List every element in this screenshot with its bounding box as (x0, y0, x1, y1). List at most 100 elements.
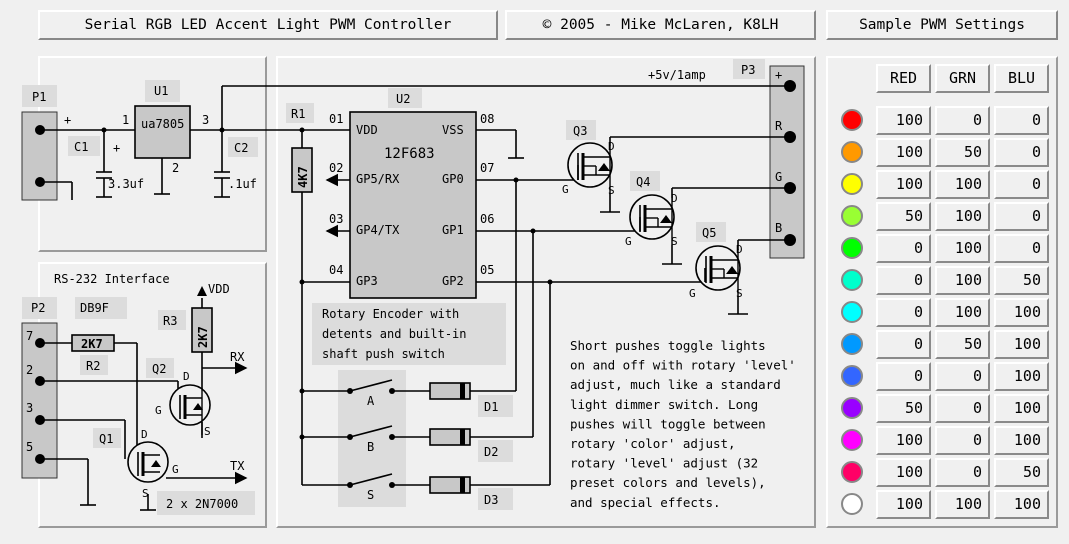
pwm-value-blu: 100 (994, 362, 1049, 391)
q3-mosfet (567, 142, 613, 193)
pwm-value-grn: 50 (935, 138, 990, 167)
color-swatch[interactable] (841, 301, 863, 323)
pwm-value-red: 0 (876, 298, 931, 327)
u1-part: ua7805 (141, 117, 184, 131)
column-header-blu: BLU (994, 64, 1049, 93)
q3-label: Q3 (573, 124, 587, 138)
color-swatch[interactable] (841, 429, 863, 451)
q5-label: Q5 (702, 226, 716, 240)
svg-text:G: G (562, 183, 569, 196)
q2-label: Q2 (152, 362, 166, 376)
pwm-value-grn: 100 (935, 170, 990, 199)
pwm-value-grn: 0 (935, 106, 990, 135)
u2-label: U2 (396, 92, 410, 106)
pwm-value-grn: 50 (935, 330, 990, 359)
pwm-value-blu: 100 (994, 490, 1049, 519)
pwm-value-red: 0 (876, 234, 931, 263)
description-line: pushes will toggle between (570, 416, 766, 431)
svg-text:S: S (736, 287, 743, 300)
copyright-text: © 2005 - Mike McLaren, K8LH (542, 17, 779, 33)
r3-label: R3 (163, 314, 177, 328)
svg-text:+: + (64, 113, 71, 127)
color-swatch[interactable] (841, 365, 863, 387)
app-title: Serial RGB LED Accent Light PWM Controll… (84, 17, 452, 33)
svg-text:S: S (367, 488, 374, 502)
svg-text:3: 3 (202, 113, 209, 127)
svg-text:5: 5 (26, 440, 33, 454)
svg-text:GP1: GP1 (442, 223, 464, 237)
c1-value: 3.3uf (108, 177, 144, 191)
u1-regulator (134, 105, 191, 159)
pwm-value-grn: 0 (935, 362, 990, 391)
u2-part: 12F683 (384, 146, 435, 162)
color-swatch[interactable] (841, 237, 863, 259)
pwm-value-blu: 100 (994, 426, 1049, 455)
title-bar: Serial RGB LED Accent Light PWM Controll… (38, 10, 498, 40)
svg-text:G: G (625, 235, 632, 248)
q5-mosfet (695, 245, 741, 296)
pwm-value-blu: 0 (994, 234, 1049, 263)
svg-text:2K7: 2K7 (81, 337, 103, 351)
svg-text:7: 7 (26, 329, 33, 343)
color-swatch[interactable] (841, 173, 863, 195)
supply-label: +5v/1amp (648, 68, 706, 82)
q4-mosfet (629, 194, 675, 245)
copyright-bar: © 2005 - Mike McLaren, K8LH (505, 10, 816, 40)
pwm-value-blu: 100 (994, 394, 1049, 423)
svg-text:+: + (113, 141, 120, 155)
pwm-value-red: 100 (876, 458, 931, 487)
p2-label: P2 (31, 301, 45, 315)
c1-label: C1 (74, 140, 88, 154)
svg-text:2: 2 (26, 363, 33, 377)
svg-text:01: 01 (329, 112, 343, 126)
svg-text:D: D (671, 192, 678, 205)
color-swatch[interactable] (841, 397, 863, 419)
pwm-value-red: 100 (876, 138, 931, 167)
color-swatch[interactable] (841, 269, 863, 291)
svg-text:07: 07 (480, 161, 494, 175)
pwm-value-red: 100 (876, 170, 931, 199)
rs232-title: RS-232 Interface (54, 272, 170, 286)
svg-text:04: 04 (329, 263, 343, 277)
pwm-value-red: 0 (876, 266, 931, 295)
description-line: on and off with rotary 'level' (570, 358, 796, 373)
pwm-value-blu: 0 (994, 138, 1049, 167)
pwm-value-blu: 50 (994, 458, 1049, 487)
pwm-value-red: 50 (876, 202, 931, 231)
color-swatch[interactable] (841, 109, 863, 131)
svg-text:D: D (141, 428, 148, 441)
svg-text:06: 06 (480, 212, 494, 226)
settings-title-bar: Sample PWM Settings (826, 10, 1058, 40)
svg-text:03: 03 (329, 212, 343, 226)
svg-text:G: G (689, 287, 696, 300)
color-swatch[interactable] (841, 461, 863, 483)
description-line: rotary 'level' adjust (32 (570, 456, 758, 471)
r2-label: R2 (86, 359, 100, 373)
svg-text:2K7: 2K7 (196, 326, 210, 348)
svg-text:A: A (367, 394, 375, 408)
color-swatch[interactable] (841, 333, 863, 355)
svg-text:RX: RX (230, 350, 245, 364)
color-swatch[interactable] (841, 493, 863, 515)
svg-text:B: B (367, 440, 374, 454)
svg-text:TX: TX (230, 459, 245, 473)
pwm-value-blu: 0 (994, 202, 1049, 231)
d1-label: D1 (484, 400, 498, 414)
description-line: preset colors and levels), (570, 475, 766, 490)
pwm-value-grn: 0 (935, 394, 990, 423)
c2-label: C2 (234, 141, 248, 155)
q1-label: Q1 (99, 432, 113, 446)
u2-chip (349, 111, 477, 299)
svg-text:4K7: 4K7 (296, 166, 310, 188)
color-swatch[interactable] (841, 141, 863, 163)
pwm-value-grn: 100 (935, 490, 990, 519)
svg-text:R: R (775, 119, 783, 133)
color-swatch[interactable] (841, 205, 863, 227)
svg-text:D: D (608, 140, 615, 153)
encoder-line-2: detents and built-in (322, 327, 467, 341)
r1-resistor (291, 147, 313, 193)
pwm-value-blu: 50 (994, 266, 1049, 295)
pwm-value-blu: 100 (994, 330, 1049, 359)
mosfet-part-label: 2 x 2N7000 (166, 497, 238, 511)
pwm-value-blu: 0 (994, 106, 1049, 135)
